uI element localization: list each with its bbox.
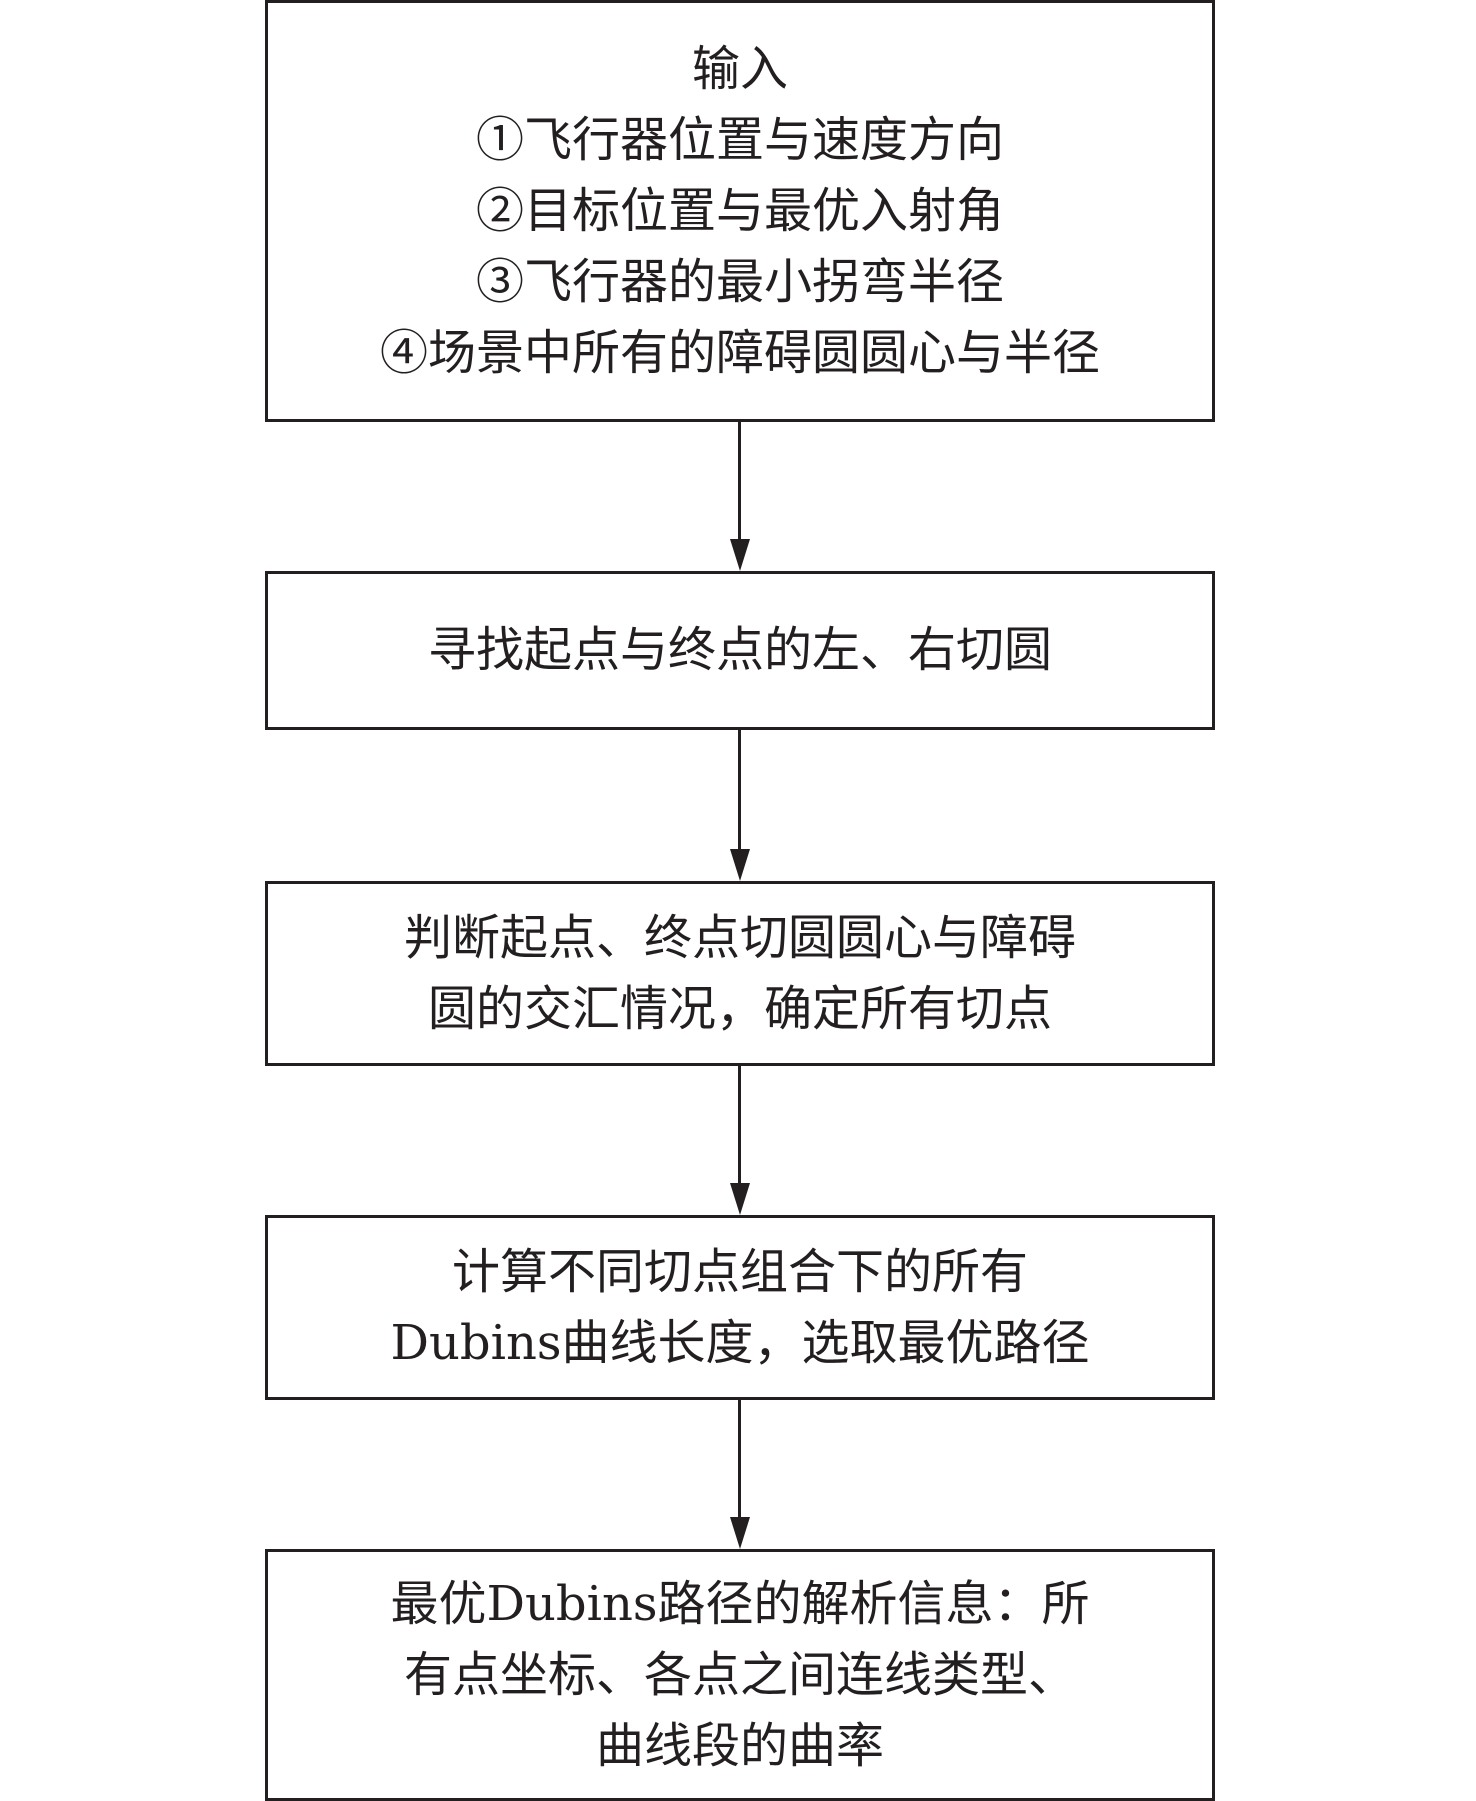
find-tangent-circles-text: 寻找起点与终点的左、右切圆 xyxy=(427,622,1052,678)
flow-arrow-3-shaft xyxy=(738,1066,741,1186)
input-item-min-turn-radius: ③飞行器的最小拐弯半径 xyxy=(475,253,1004,310)
output-step-box: 最优Dubins路径的解析信息：所 有点坐标、各点之间连线类型、 曲线段的曲率 xyxy=(265,1549,1215,1801)
flow-arrow-3 xyxy=(730,1066,750,1215)
flow-arrow-4-shaft xyxy=(738,1400,741,1520)
input-item-target-position: ②目标位置与最优入射角 xyxy=(475,182,1004,239)
find-tangent-circles-box: 寻找起点与终点的左、右切圆 xyxy=(265,571,1215,730)
output-text-line-1: 最优Dubins路径的解析信息：所 xyxy=(390,1575,1090,1632)
flow-arrow-1 xyxy=(730,422,750,571)
output-text-line-3: 曲线段的曲率 xyxy=(595,1717,884,1774)
input-item-obstacle-circles: ④场景中所有的障碍圆圆心与半径 xyxy=(379,324,1100,381)
flow-arrow-2 xyxy=(730,730,750,881)
flow-arrow-2-shaft xyxy=(738,730,741,852)
arrow-down-icon xyxy=(730,539,750,571)
input-step-box: 输入 ①飞行器位置与速度方向 ②目标位置与最优入射角 ③飞行器的最小拐弯半径 ④… xyxy=(265,0,1215,422)
judge-intersection-text-line-2: 圆的交汇情况，确定所有切点 xyxy=(427,980,1052,1037)
compute-dubins-box: 计算不同切点组合下的所有 Dubins曲线长度，选取最优路径 xyxy=(265,1215,1215,1400)
input-title: 输入 xyxy=(691,40,788,97)
compute-dubins-text-line-1: 计算不同切点组合下的所有 xyxy=(451,1243,1028,1300)
flow-arrow-1-shaft xyxy=(738,422,741,542)
arrow-down-icon xyxy=(730,1183,750,1215)
flow-arrow-4 xyxy=(730,1400,750,1549)
arrow-down-icon xyxy=(730,849,750,881)
output-text-line-2: 有点坐标、各点之间连线类型、 xyxy=(403,1646,1076,1703)
input-item-aircraft-position: ①飞行器位置与速度方向 xyxy=(475,111,1004,168)
judge-intersection-box: 判断起点、终点切圆圆心与障碍 圆的交汇情况，确定所有切点 xyxy=(265,881,1215,1066)
judge-intersection-text-line-1: 判断起点、终点切圆圆心与障碍 xyxy=(403,909,1076,966)
compute-dubins-text-line-2: Dubins曲线长度，选取最优路径 xyxy=(390,1314,1090,1371)
arrow-down-icon xyxy=(730,1517,750,1549)
